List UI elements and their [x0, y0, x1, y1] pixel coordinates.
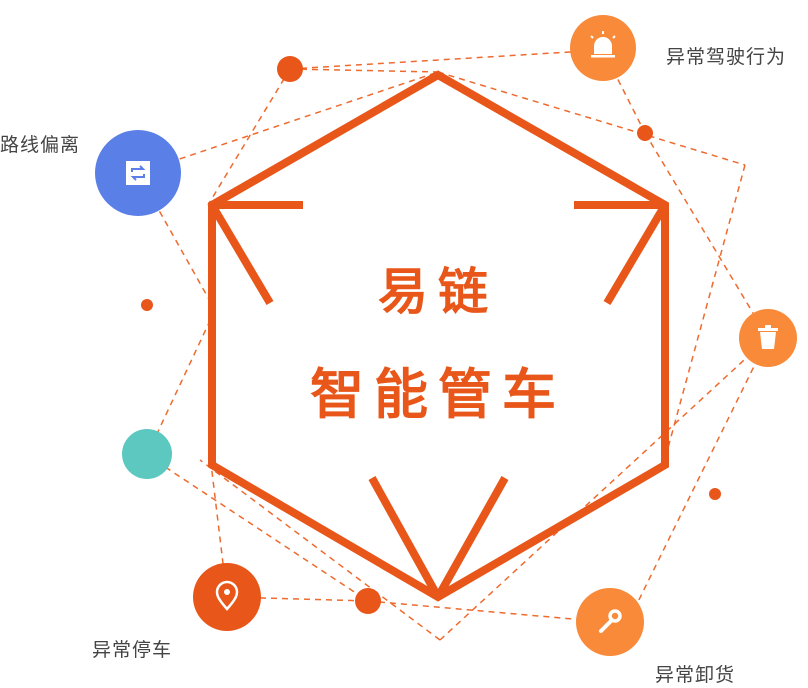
decor-dots	[141, 56, 721, 614]
label-abnormal-unloading: 异常卸货	[655, 664, 736, 686]
trash-icon	[758, 325, 778, 349]
node-abnormal-driving[interactable]	[570, 15, 636, 81]
route-swap-icon	[126, 161, 150, 185]
label-abnormal-driving: 异常驾驶行为	[666, 46, 787, 68]
node-abnormal-unloading[interactable]	[576, 588, 644, 656]
location-pin-icon	[215, 580, 239, 611]
hexagon	[208, 70, 669, 602]
node-teal[interactable]	[122, 429, 172, 479]
title-line2: 智能管车	[310, 363, 566, 426]
alarm-light-icon	[590, 31, 616, 58]
node-trash[interactable]	[739, 309, 797, 367]
label-route-deviation: 路线偏离	[0, 134, 81, 156]
label-abnormal-parking: 异常停车	[92, 639, 173, 661]
wrench-icon	[599, 609, 622, 633]
node-route-deviation[interactable]	[95, 130, 181, 216]
node-abnormal-parking[interactable]	[193, 563, 261, 631]
dashed-connections	[137, 49, 769, 641]
title-line1: 易链	[378, 263, 498, 321]
